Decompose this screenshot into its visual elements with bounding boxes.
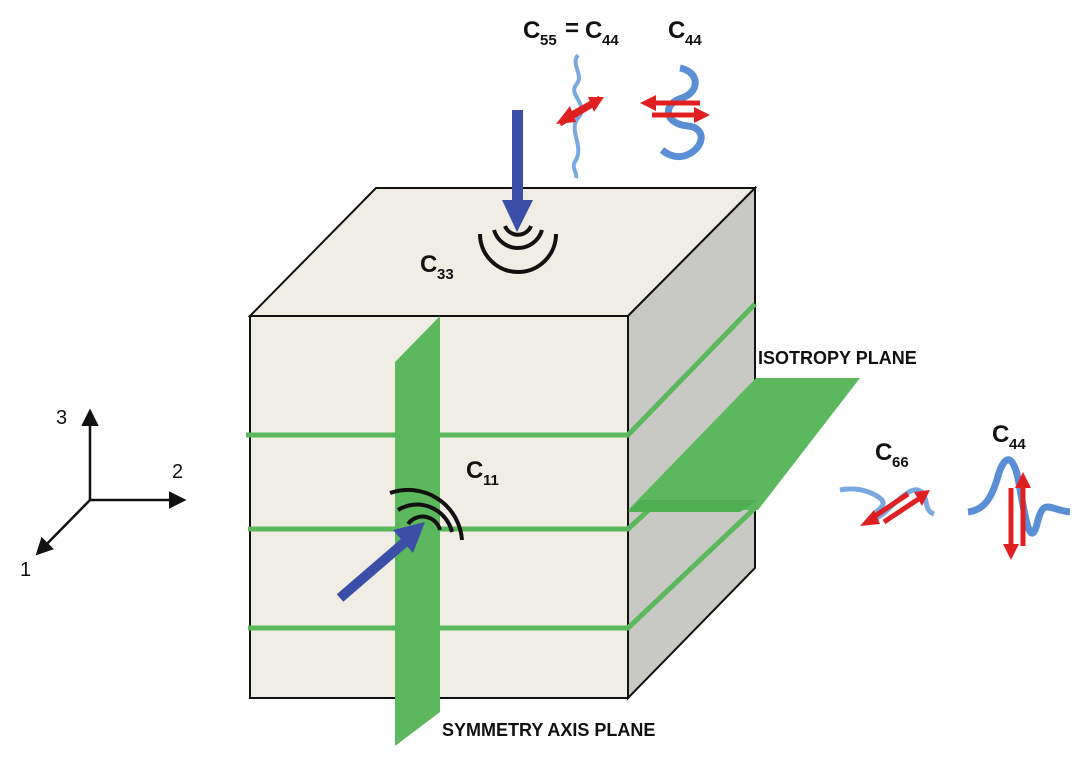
axis-2-label: 2 <box>172 461 183 483</box>
isotropy-plane <box>628 378 860 510</box>
top-c55-subscript: 55 <box>540 32 557 49</box>
c55-shear-wave-icon <box>556 53 604 179</box>
c33-wave-fronts <box>478 225 558 274</box>
top-c44-eq-label: C <box>585 17 602 44</box>
axis-3-label: 3 <box>56 407 67 429</box>
right-c44-subscript: 44 <box>1009 436 1026 453</box>
coordinate-axes <box>35 408 187 556</box>
right-c44-label: C <box>992 421 1009 448</box>
top-c44-subscript: 44 <box>685 32 702 49</box>
c33-propagation-arrow <box>502 110 533 232</box>
top-c44-eq-subscript: 44 <box>602 32 619 49</box>
axis-1-label: 1 <box>20 559 31 581</box>
c44-right-shear-wave-icon <box>967 456 1071 560</box>
top-c55-label: C <box>523 17 540 44</box>
c11-subscript: 11 <box>483 472 499 489</box>
isotropy-plane-label: ISOTROPY PLANE <box>758 348 917 368</box>
c11-label: C <box>466 457 483 484</box>
c66-shear-wave-icon <box>839 486 936 526</box>
isotropy-plane-edge <box>628 500 758 512</box>
axis-1-line <box>35 499 91 556</box>
cube <box>247 185 758 701</box>
top-equals: = <box>565 15 579 42</box>
c33-subscript: 33 <box>437 266 454 283</box>
c44-top-shear-wave-icon <box>640 64 710 161</box>
c66-subscript: 66 <box>892 454 909 471</box>
symmetry-axis-plane-label: SYMMETRY AXIS PLANE <box>442 720 655 740</box>
layer-line-side-3 <box>626 506 757 630</box>
c66-label: C <box>875 439 892 466</box>
top-c44-label: C <box>668 17 685 44</box>
c11-propagation-arrow <box>336 522 425 602</box>
c33-label: C <box>420 251 437 278</box>
c11-wave-fronts <box>389 487 464 541</box>
layer-line-side-1 <box>626 302 757 437</box>
